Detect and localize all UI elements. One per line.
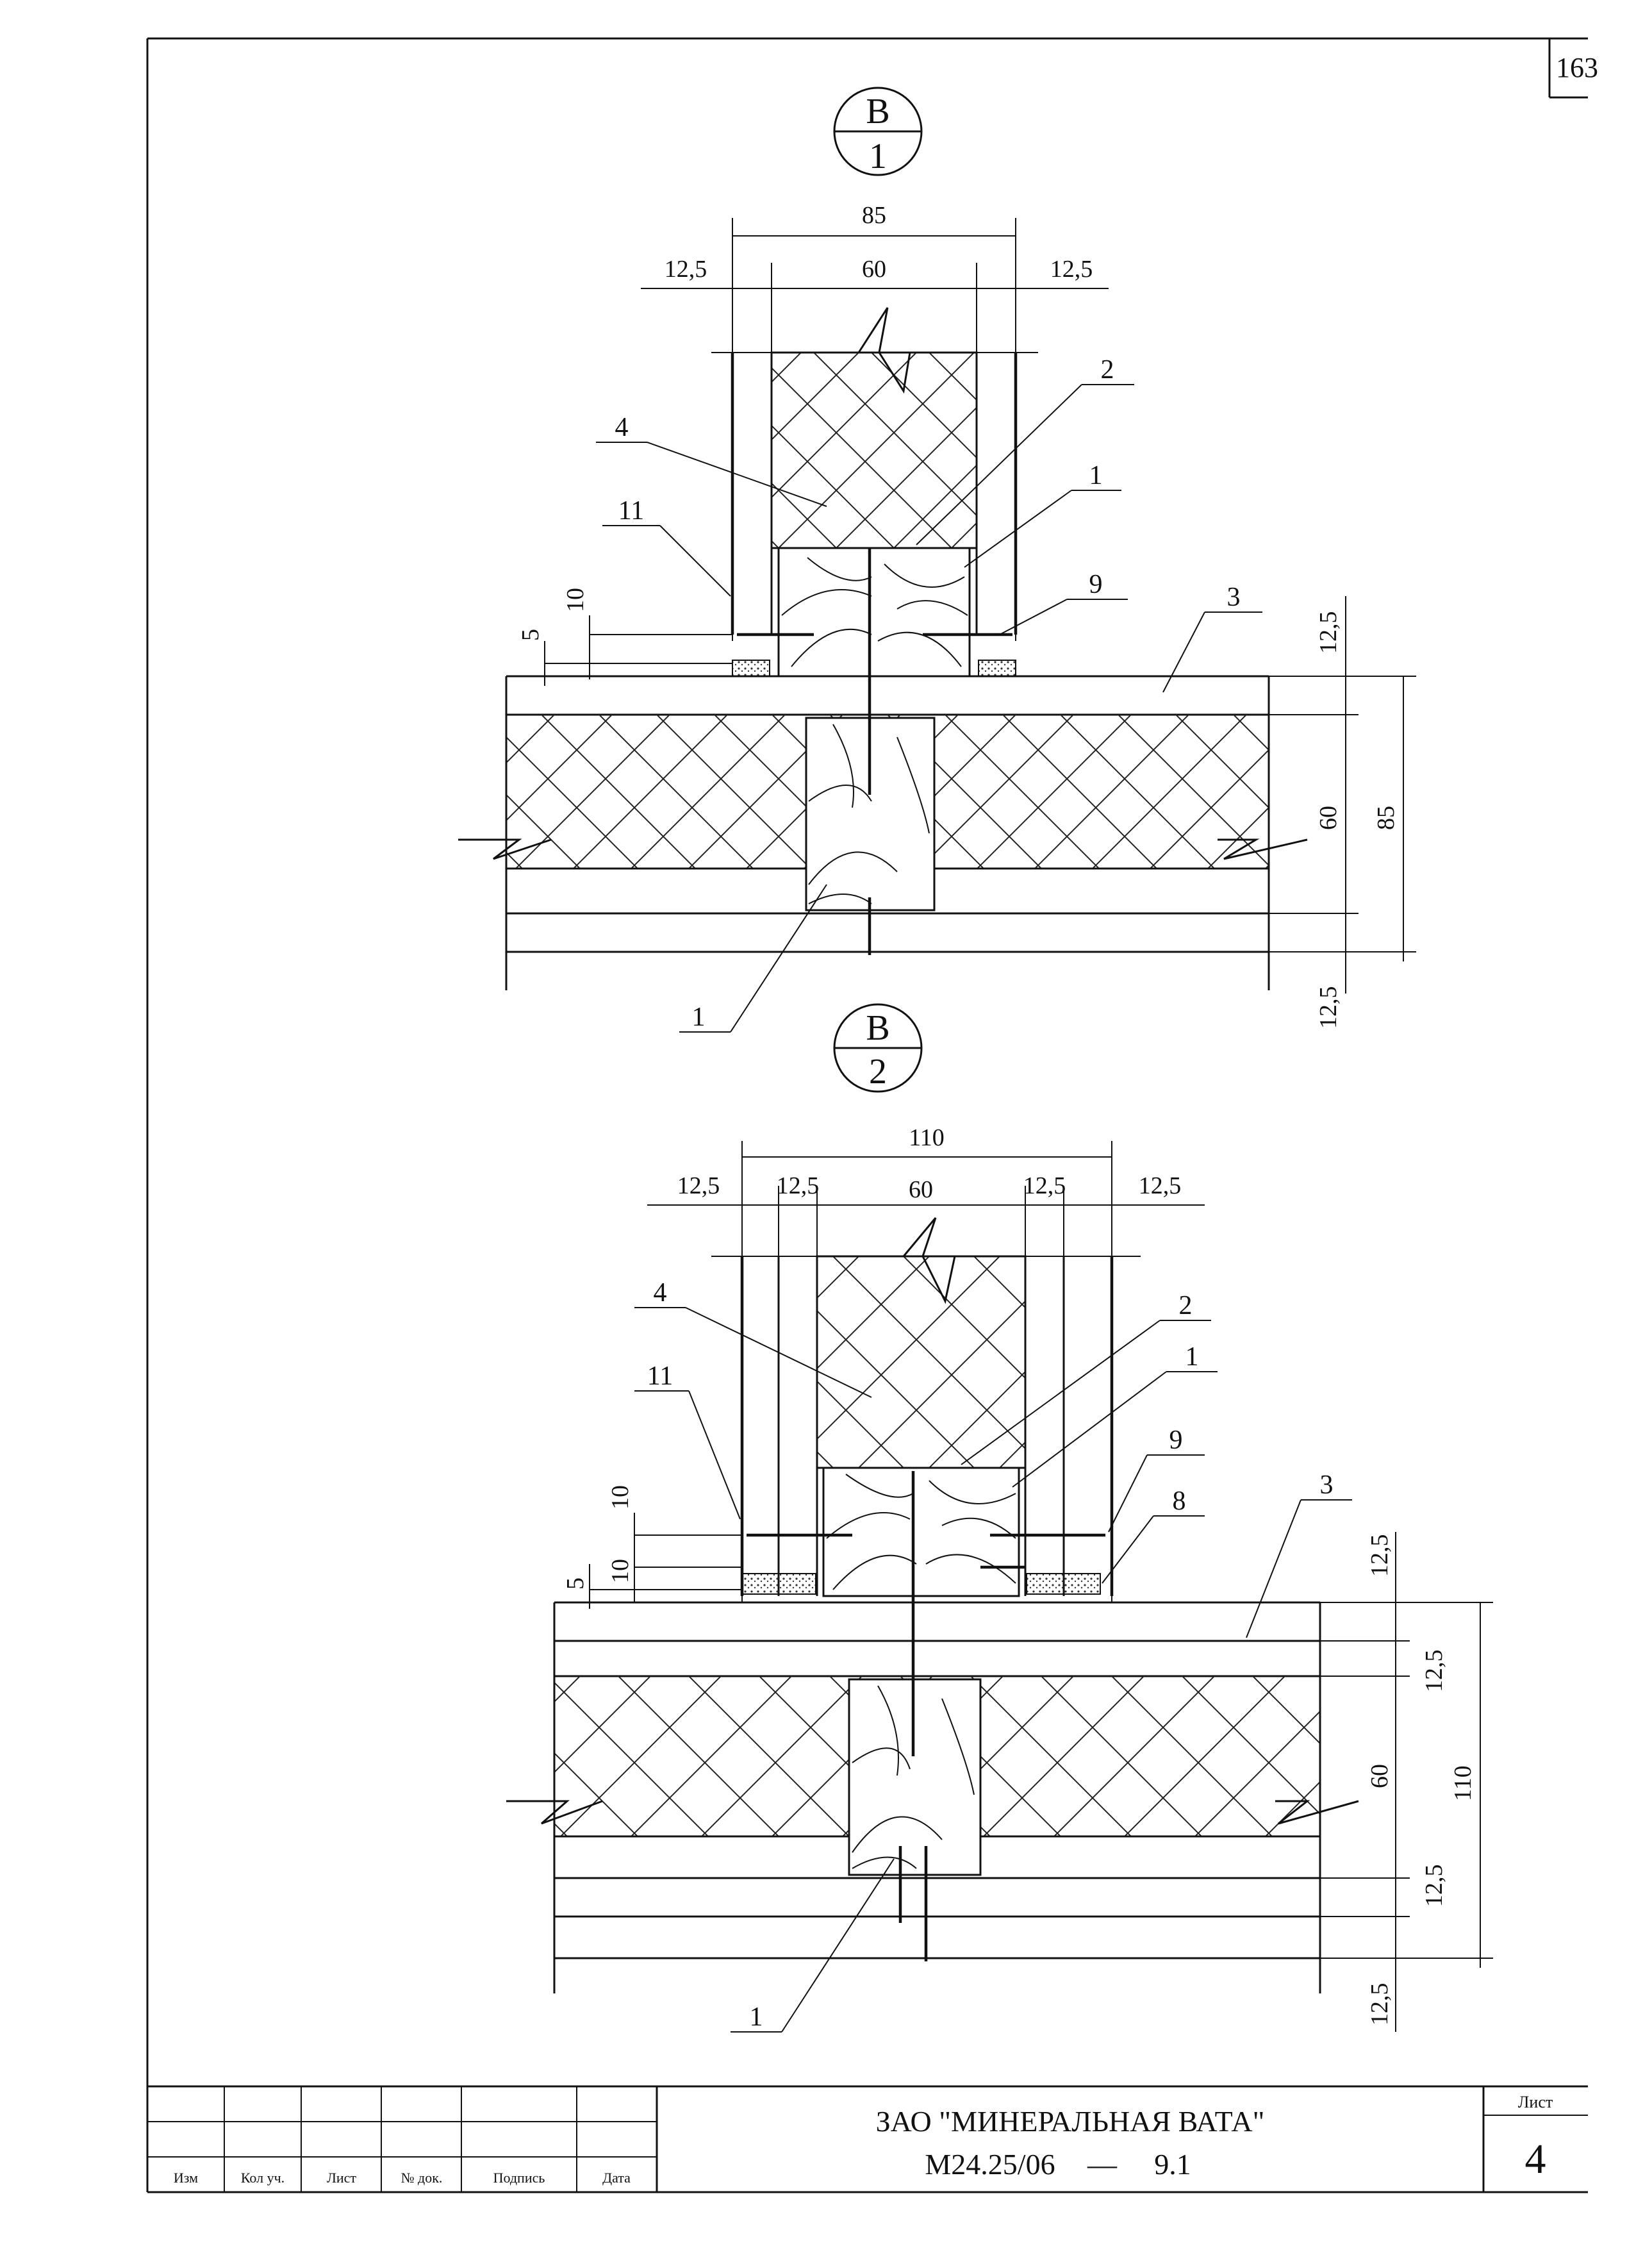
- detail-1-dim-right-board: 12,5: [1050, 256, 1093, 283]
- detail-2-label-1b: 1: [750, 2002, 763, 2032]
- detail-2-dim-right-outer: 12,5: [1139, 1172, 1182, 1199]
- detail-1-callout-letter: B: [866, 92, 889, 131]
- detail-2-callout-letter: B: [866, 1008, 889, 1048]
- detail-2-dim-gap-mid: 10: [607, 1559, 634, 1583]
- sheet-number: 163: [1556, 52, 1598, 83]
- detail-2-dim-gap-lower: 5: [562, 1577, 589, 1590]
- tb-dash: —: [1087, 2148, 1118, 2181]
- detail-1-dim-right-bottom: 12,5: [1315, 986, 1342, 1029]
- detail-2-dim-core: 60: [909, 1176, 933, 1203]
- detail-2-dim-right-top: 12,5: [1366, 1534, 1393, 1577]
- detail-2-dim-right-inner: 12,5: [1023, 1172, 1066, 1199]
- tb-col-izm: Изм: [174, 2170, 198, 2186]
- detail-2-label-2: 2: [1179, 1291, 1193, 1320]
- tb-company: ЗАО "МИНЕРАЛЬНАЯ ВАТА": [876, 2105, 1265, 2138]
- detail-2: B 2 110 12,5 12,5 60 12,5 12,5: [506, 1003, 1493, 2033]
- detail-1: B 1 85 12,5 60 12,5: [458, 87, 1416, 1033]
- tb-col-sign: Подпись: [493, 2170, 545, 2186]
- detail-2-right-dimensions: 12,5 12,5 60 110 12,5 12,5: [1320, 1532, 1493, 2032]
- detail-1-label-4: 4: [615, 413, 629, 442]
- detail-1-label-1a: 1: [1089, 461, 1103, 490]
- detail-1-dim-left-board: 12,5: [665, 256, 707, 283]
- detail-2-dim-right-second: 12,5: [1421, 1650, 1448, 1693]
- detail-1-dim-right-top: 12,5: [1315, 611, 1342, 654]
- sheet-frame: [146, 37, 1588, 2193]
- detail-2-dim-right-core: 60: [1366, 1764, 1393, 1788]
- detail-2-leaders: 2 4 1 11 9 8 3 1: [634, 1278, 1352, 2033]
- detail-1-slab: [458, 548, 1308, 990]
- detail-1-dim-gap-upper: 10: [562, 588, 589, 612]
- detail-2-dim-left-inner: 12,5: [777, 1172, 820, 1199]
- detail-1-dim-gap-lower: 5: [517, 629, 544, 641]
- detail-2-dim-overall: 110: [909, 1124, 945, 1151]
- tb-sheet-label: Лист: [1518, 2093, 1553, 2111]
- detail-2-slab: [506, 1471, 1359, 1993]
- detail-2-left-dimensions: 10 10 5: [562, 1485, 742, 1609]
- detail-2-timber-top: [822, 1467, 1020, 1597]
- detail-1-dim-right-core: 60: [1315, 806, 1342, 830]
- detail-2-dim-right-total: 110: [1450, 1765, 1476, 1801]
- detail-2-label-11: 11: [647, 1361, 673, 1391]
- detail-1-label-9: 9: [1089, 570, 1103, 599]
- title-block: Изм Кол уч. Лист № док. Подпись Дата ЗАО…: [147, 2085, 1588, 2192]
- detail-1-timber-top: [777, 547, 971, 678]
- detail-1-callout: B 1: [833, 87, 923, 176]
- tb-col-doc: № док.: [401, 2170, 443, 2186]
- detail-2-label-3: 3: [1320, 1470, 1334, 1500]
- detail-1-dim-overall: 85: [862, 202, 886, 229]
- detail-2-timber-bottom: [848, 1678, 982, 1876]
- detail-2-label-8: 8: [1173, 1486, 1186, 1516]
- detail-1-top-dimensions: 85 12,5 60 12,5: [641, 202, 1109, 641]
- detail-1-label-2: 2: [1101, 355, 1114, 385]
- tb-section: 9.1: [1154, 2148, 1191, 2181]
- detail-2-callout: B 2: [833, 1003, 923, 1093]
- detail-1-dim-core: 60: [862, 256, 886, 283]
- detail-2-callout-number: 2: [869, 1052, 887, 1092]
- detail-1-leaders: 2 4 1 11 9 3 1: [596, 355, 1262, 1033]
- detail-1-wall: [711, 307, 1038, 678]
- detail-1-wall-insulation: [770, 351, 978, 549]
- detail-2-label-9: 9: [1169, 1426, 1183, 1455]
- detail-1-label-3: 3: [1227, 583, 1241, 612]
- detail-1-right-dimensions: 12,5 60 85 12,5: [1269, 596, 1416, 1029]
- detail-2-label-1a: 1: [1185, 1342, 1199, 1372]
- tb-col-kol-uch: Кол уч.: [241, 2170, 285, 2186]
- detail-2-label-4: 4: [654, 1278, 667, 1308]
- tb-document-code: М24.25/06: [925, 2148, 1055, 2181]
- detail-1-left-dimensions: 10 5: [517, 588, 732, 686]
- detail-2-dim-right-fourth: 12,5: [1421, 1865, 1448, 1908]
- tb-col-list: Лист: [327, 2170, 356, 2186]
- tb-sheet-value: 4: [1525, 2136, 1546, 2183]
- detail-2-wall: [711, 1217, 1141, 1597]
- detail-2-dim-left-outer: 12,5: [677, 1172, 720, 1199]
- detail-1-callout-number: 1: [869, 137, 887, 176]
- tb-col-date: Дата: [602, 2170, 631, 2186]
- detail-1-dim-right-total: 85: [1373, 806, 1400, 830]
- detail-2-dim-gap-upper: 10: [607, 1485, 634, 1509]
- detail-2-dim-right-bottom: 12,5: [1366, 1983, 1393, 2026]
- detail-1-label-1b: 1: [692, 1002, 706, 1032]
- detail-1-label-11: 11: [618, 496, 644, 526]
- sheet-number-box: 163: [1548, 38, 1598, 99]
- detail-2-wall-insulation: [816, 1255, 1027, 1469]
